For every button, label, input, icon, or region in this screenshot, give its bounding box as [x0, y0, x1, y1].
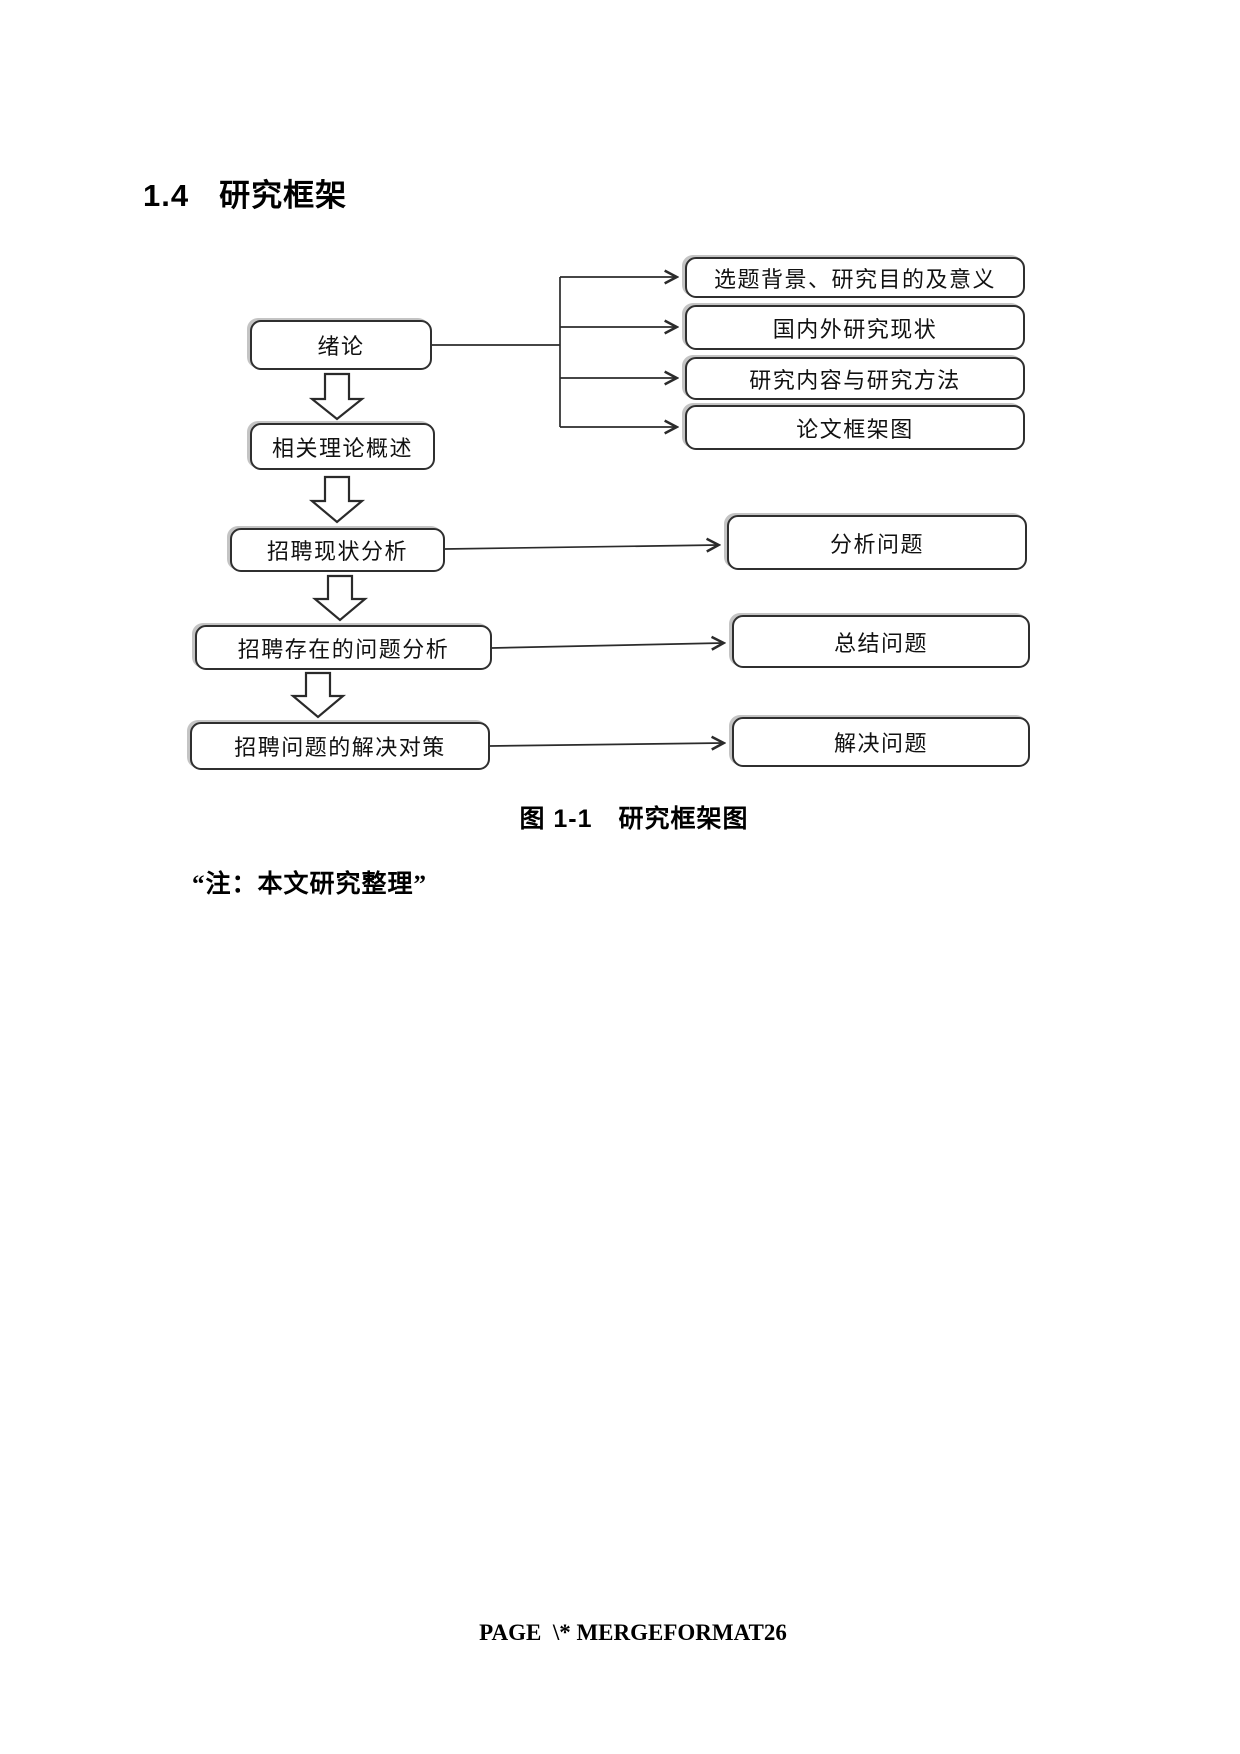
- section-title: 研究框架: [219, 178, 348, 213]
- flow-node-framework-figure: 论文框架图: [685, 405, 1025, 450]
- flow-node-theory-overview: 相关理论概述: [250, 423, 435, 470]
- flow-node-label: 招聘存在的问题分析: [237, 636, 450, 662]
- flow-node-label: 论文框架图: [796, 416, 914, 442]
- flow-node-label: 分析问题: [829, 531, 924, 557]
- flow-node-label: 总结问题: [833, 630, 928, 656]
- connector-arrow-summarize: [491, 643, 723, 648]
- flow-node-solutions: 招聘问题的解决对策: [190, 722, 490, 770]
- flowchart-connectors: [289, 0, 1240, 900]
- flow-node-label: 解决问题: [833, 731, 928, 756]
- flow-node-label: 研究内容与研究方法: [749, 367, 961, 393]
- flow-node-label: 相关理论概述: [271, 435, 413, 461]
- connector-arrow-solve: [489, 743, 723, 746]
- flow-node-recruitment-status: 招聘现状分析: [230, 528, 445, 572]
- flow-node-summarize-problem: 总结问题: [732, 615, 1030, 668]
- flow-node-label: 招聘现状分析: [266, 539, 408, 564]
- source-note: “注：本文研究整理”: [192, 871, 428, 898]
- connector-arrow-analyze: [444, 545, 718, 549]
- flow-node-label: 国内外研究现状: [772, 316, 938, 342]
- flow-node-introduction: 绪论: [250, 320, 432, 370]
- flow-node-research-status-home-abroad: 国内外研究现状: [685, 305, 1025, 350]
- flow-node-label: 招聘问题的解决对策: [234, 735, 446, 760]
- flow-node-content-methods: 研究内容与研究方法: [685, 357, 1025, 400]
- flow-node-label: 选题背景、研究目的及意义: [713, 266, 996, 292]
- down-arrow-icon: [289, 671, 347, 719]
- flow-node-label: 绪论: [317, 334, 365, 359]
- down-arrow-icon: [311, 574, 369, 622]
- down-arrow-icon: [308, 372, 366, 421]
- section-heading: 1.4 研究框架: [143, 170, 347, 215]
- down-arrow-icon: [308, 475, 366, 524]
- flow-node-problem-analysis: 招聘存在的问题分析: [195, 625, 492, 670]
- section-number: 1.4: [143, 178, 190, 213]
- flow-node-analyze-problem: 分析问题: [727, 515, 1027, 570]
- figure-caption: 图 1-1 研究框架图: [519, 805, 749, 833]
- flow-node-background-purpose: 选题背景、研究目的及意义: [685, 257, 1025, 298]
- flow-node-solve-problem: 解决问题: [732, 717, 1030, 767]
- page-number-field: PAGE \* MERGEFORMAT26: [479, 1620, 787, 1645]
